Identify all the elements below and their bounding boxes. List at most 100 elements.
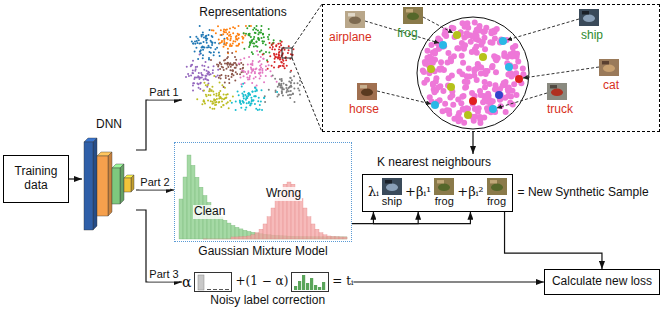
- sample-dot: [477, 114, 483, 120]
- tsne-dot: [249, 75, 251, 77]
- tsne-dot: [198, 39, 200, 41]
- tsne-dot: [196, 83, 198, 85]
- highlight-dot: [505, 63, 513, 71]
- tsne-dot: [259, 65, 261, 67]
- tsne-dot: [201, 103, 203, 105]
- hist-bar: [235, 237, 239, 239]
- hist-bar: [275, 199, 279, 239]
- tsne-dot: [218, 95, 220, 97]
- tsne-dot: [229, 45, 231, 47]
- tsne-dot: [261, 68, 263, 70]
- hist-bar: [223, 238, 227, 239]
- tsne-dot: [202, 49, 204, 51]
- hist-bar: [199, 239, 203, 240]
- tsne-dot: [281, 88, 283, 90]
- tsne-dot: [227, 38, 229, 40]
- tsne-dot: [206, 42, 208, 44]
- tsne-dot: [223, 39, 225, 41]
- tsne-dot: [227, 66, 229, 68]
- tsne-dot: [274, 58, 276, 60]
- tsne-dot: [219, 82, 221, 84]
- tsne-dot: [279, 42, 281, 44]
- tsne-dot: [232, 64, 234, 66]
- tsne-dot: [250, 40, 252, 42]
- formula-term: = tᵢ: [332, 275, 353, 289]
- tsne-dot: [203, 46, 205, 48]
- hist-bar: [251, 235, 255, 239]
- sample-dot: [478, 92, 484, 98]
- tsne-dot: [281, 91, 283, 93]
- tsne-dot: [191, 40, 193, 42]
- tsne-dot: [231, 73, 233, 75]
- tsne-dot: [220, 29, 222, 31]
- tsne-dot: [288, 45, 290, 47]
- tsne-dot: [230, 36, 232, 38]
- tsne-dot: [227, 48, 229, 50]
- tsne-dot: [190, 64, 192, 66]
- tsne-dot: [191, 64, 193, 66]
- connector: [472, 132, 473, 154]
- tsne-dot: [230, 66, 232, 68]
- sample-dot: [468, 39, 474, 45]
- tsne-dot: [242, 67, 244, 69]
- tsne-dot: [230, 38, 232, 40]
- tsne-dot: [212, 69, 214, 71]
- tsne-dot: [208, 72, 210, 74]
- hist-bar: [331, 237, 335, 239]
- block-side: [120, 164, 124, 204]
- tsne-dot: [219, 75, 221, 77]
- tsne-dot: [259, 104, 261, 106]
- tsne-dot: [246, 27, 248, 29]
- tsne-dot: [273, 54, 275, 56]
- tsne-dot: [234, 41, 236, 43]
- tsne-dot: [221, 101, 223, 103]
- sample-dot: [428, 42, 434, 48]
- vector-dash: [207, 289, 211, 290]
- sample-dot: [520, 66, 526, 72]
- tsne-dot: [203, 36, 205, 38]
- tsne-dot: [254, 86, 256, 88]
- tsne-dot: [228, 78, 230, 80]
- tsne-dot: [217, 75, 219, 77]
- tsne-dot: [223, 30, 225, 32]
- tsne-dot: [258, 37, 260, 39]
- hist-bar: [323, 235, 327, 239]
- tsne-dot: [211, 44, 213, 46]
- tsne-dot: [220, 34, 222, 36]
- tsne-dot: [246, 102, 248, 104]
- tsne-dot: [256, 50, 258, 52]
- tsne-dot: [241, 42, 243, 44]
- tsne-dot: [199, 50, 201, 52]
- tsne-dot: [229, 43, 231, 45]
- sample-dot: [428, 59, 434, 65]
- tsne-dot: [215, 32, 217, 34]
- sample-dot: [493, 69, 499, 75]
- tsne-dot: [204, 61, 206, 63]
- image-thumbnail: [403, 7, 423, 24]
- thumbnail-object: [603, 65, 615, 72]
- tsne-dot: [226, 28, 228, 30]
- tsne-dot: [279, 58, 281, 60]
- sample-dot: [455, 113, 461, 119]
- tsne-dot: [203, 100, 205, 102]
- tsne-dot: [208, 72, 210, 74]
- tsne-dot: [207, 100, 209, 102]
- tsne-dot: [282, 65, 284, 67]
- dnn-block: DNN: [82, 118, 136, 234]
- tsne-dot: [238, 63, 240, 65]
- block-side: [93, 138, 97, 230]
- tsne-dot: [239, 68, 241, 70]
- vector-frame: [292, 273, 329, 292]
- tsne-dot: [211, 103, 213, 105]
- tsne-dot: [197, 83, 199, 85]
- vector-dash: [219, 289, 223, 290]
- sample-dot: [450, 25, 456, 31]
- thumbnail-ground: [403, 7, 423, 24]
- tsne-dot: [228, 82, 230, 84]
- cluster-circle: [417, 17, 529, 129]
- tsne-dot: [220, 63, 222, 65]
- tsne-dot: [263, 36, 265, 38]
- tsne-dot: [213, 108, 215, 110]
- tsne-dot: [218, 92, 220, 94]
- tsne-dot: [253, 38, 255, 40]
